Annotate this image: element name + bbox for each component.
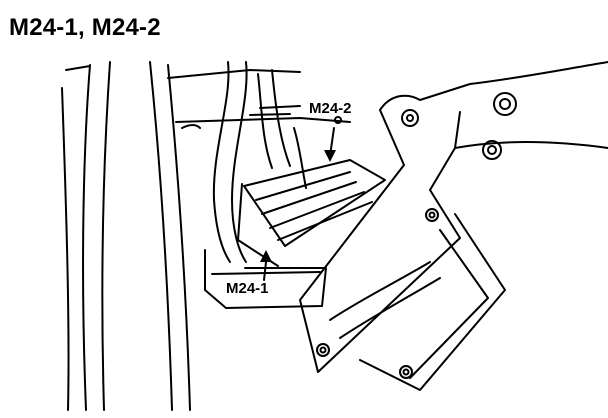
arrowhead-m24-2: [324, 150, 336, 162]
diagram-title: M24-1, M24-2: [9, 14, 161, 41]
pillar-outline: [61, 61, 191, 411]
lower-bracket: [204, 249, 327, 309]
arrowhead-m24-1: [260, 250, 272, 262]
wiring-harness: [212, 61, 307, 263]
label-m24-2: M24-2: [309, 100, 352, 117]
diagonal-bracket: [299, 61, 608, 391]
upper-frame: [167, 69, 351, 129]
label-m24-1: M24-1: [226, 280, 269, 297]
connector-block: [237, 159, 386, 267]
bolt-holes: [316, 92, 517, 379]
